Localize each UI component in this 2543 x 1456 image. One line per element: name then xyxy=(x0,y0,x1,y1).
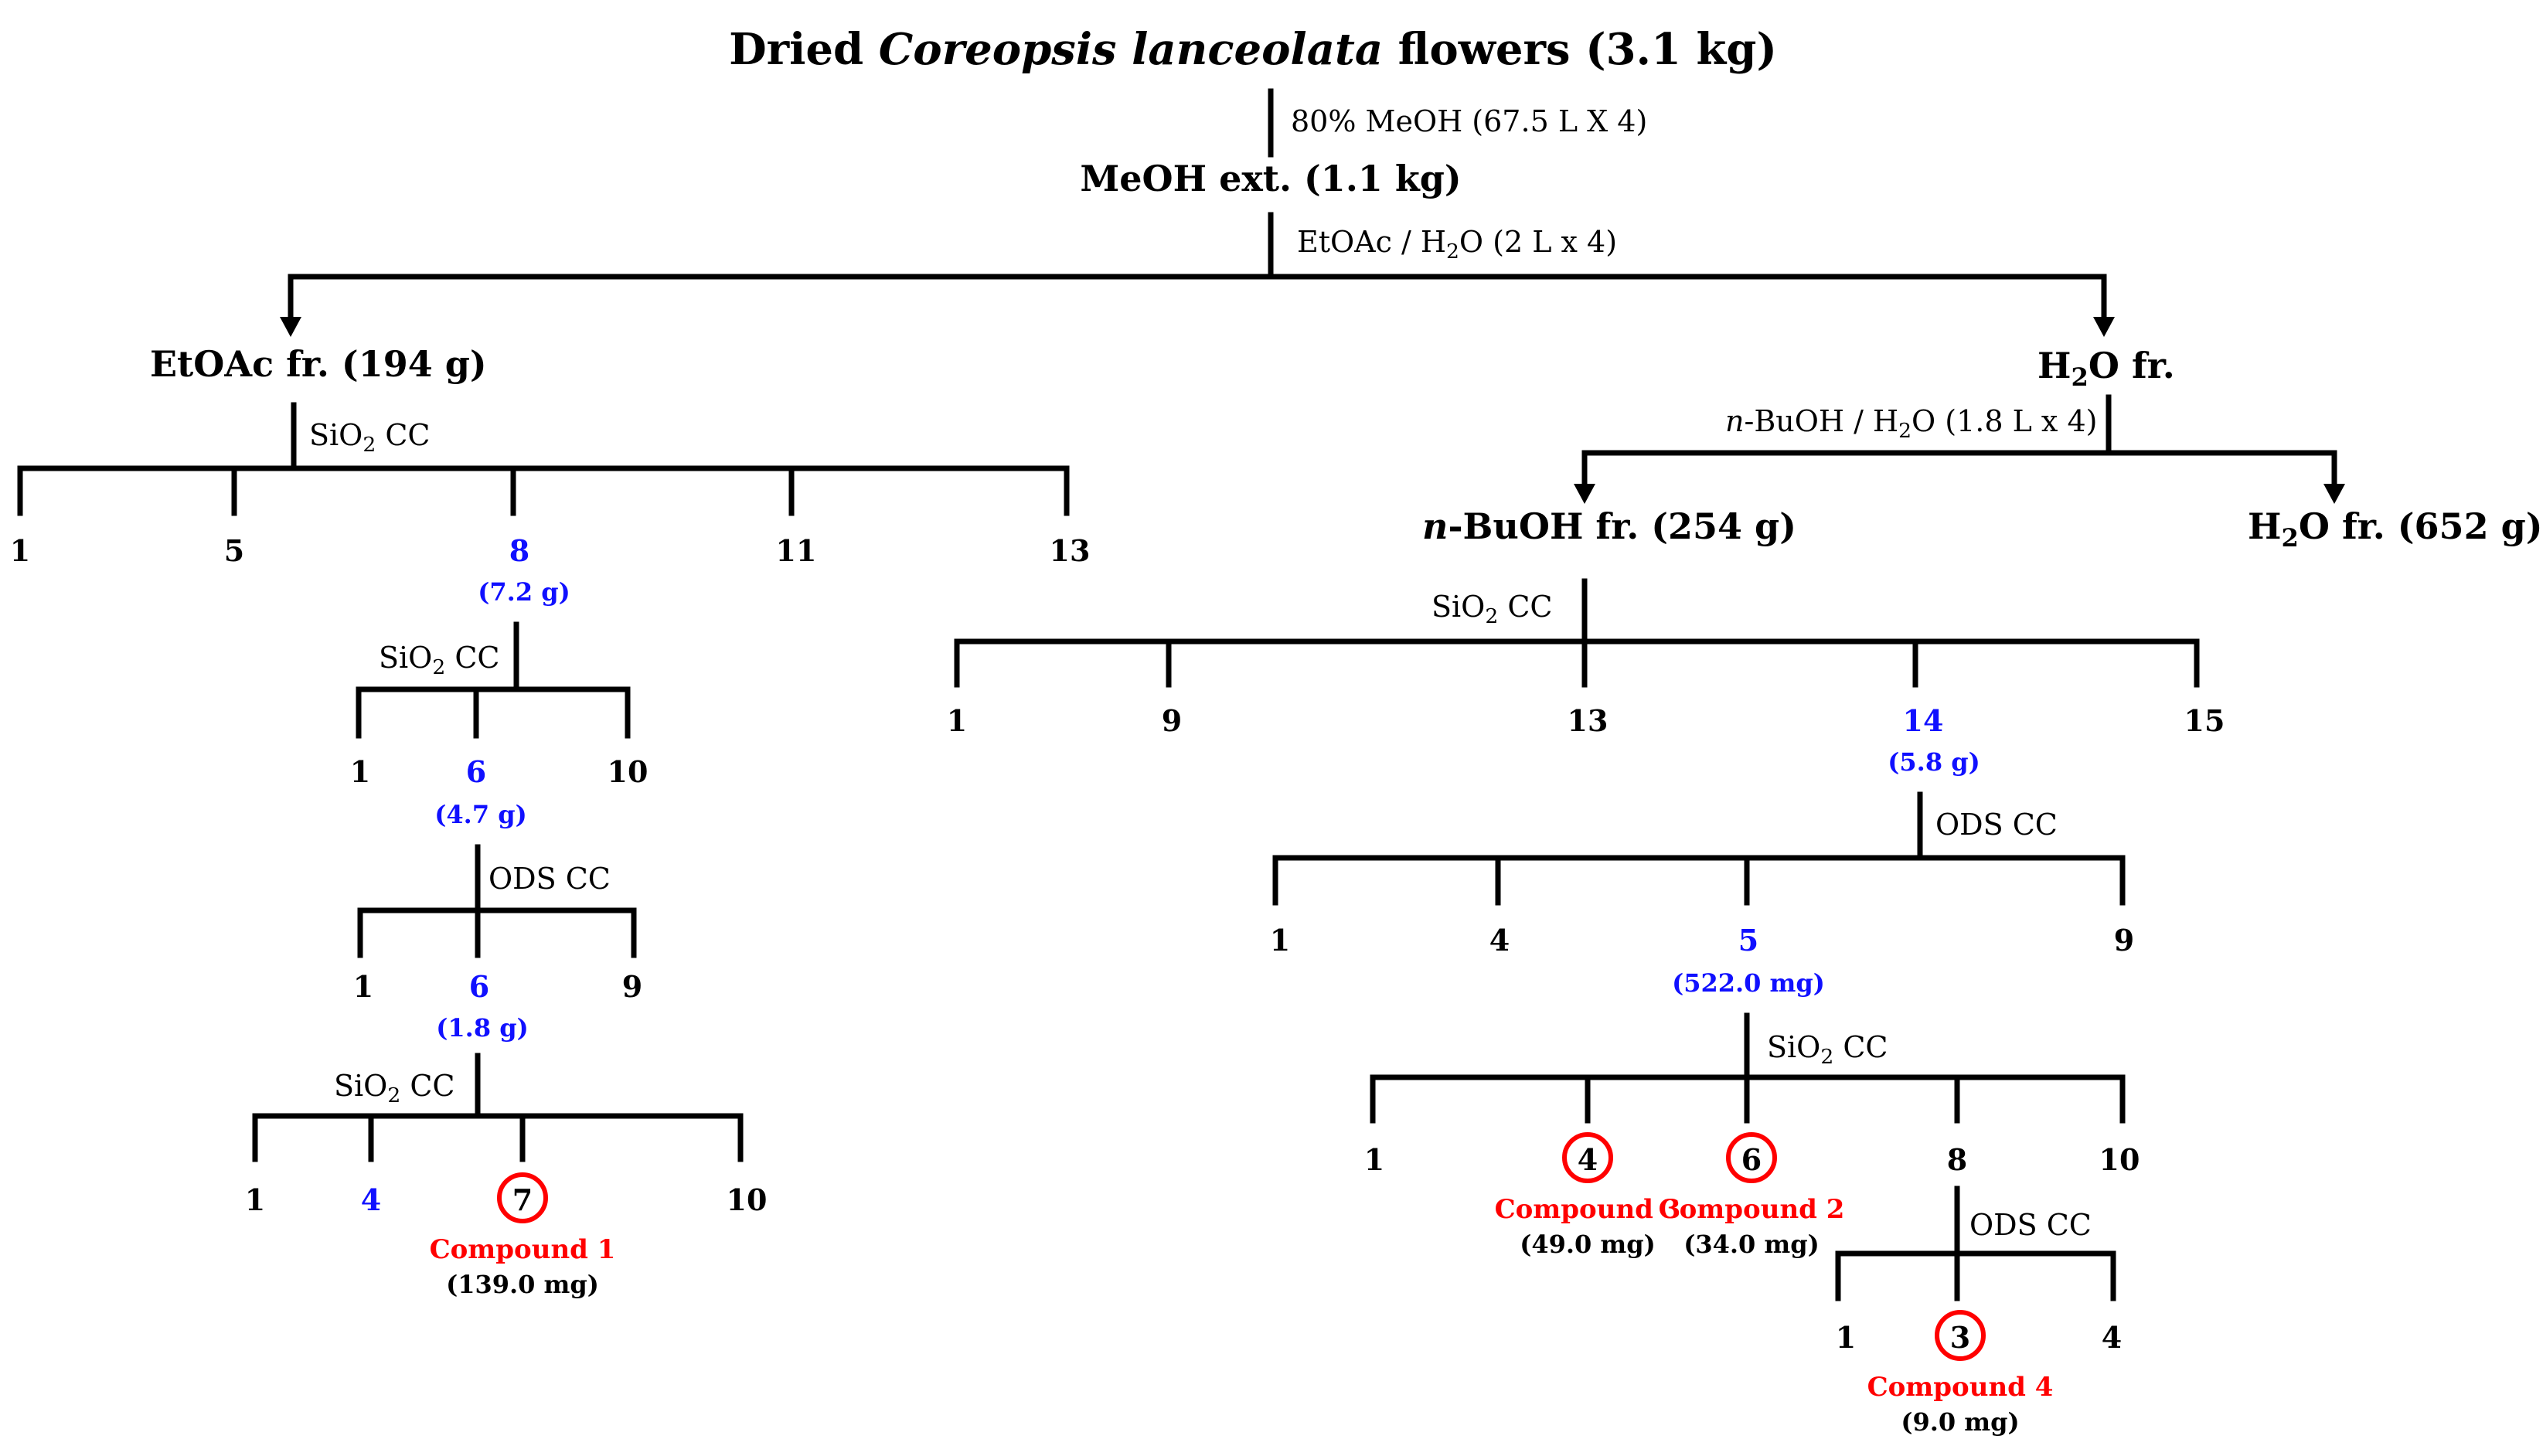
buoh-l3-method: SiO2 CC xyxy=(1767,1030,1888,1069)
arrowhead-h2o-final xyxy=(2323,484,2345,504)
compound-4-mass: (9.0 mg) xyxy=(1901,1407,2020,1437)
compound-3-label: Compound 3 xyxy=(1494,1194,1681,1225)
extraction-step: 80% MeOH (67.5 L X 4) xyxy=(1291,104,1648,138)
etoac-l1-selected-mass: (7.2 g) xyxy=(478,577,570,607)
compound-2-label: Compound 2 xyxy=(1658,1194,1845,1225)
buoh-fraction: n-BuOH fr. (254 g) xyxy=(1422,505,1796,547)
buoh-l1-fraction-9: 9 xyxy=(1161,703,1183,738)
etoac-l4-fraction-7: 7 xyxy=(512,1182,533,1217)
etoac-fraction: EtOAc fr. (194 g) xyxy=(150,343,487,385)
buoh-l3-fraction-4: 4 xyxy=(1577,1142,1598,1177)
etoac-l2-method: SiO2 CC xyxy=(379,641,500,679)
buoh-l2-fraction-5: 5 xyxy=(1738,923,1759,958)
compound-ring-1 xyxy=(497,1172,548,1223)
partition2-step: n-BuOH / H2O (1.8 L x 4) xyxy=(1725,404,2098,443)
etoac-l3-method: ODS CC xyxy=(489,862,611,896)
etoac-l3-fraction-9: 9 xyxy=(621,969,643,1004)
buoh-l3-fraction-10: 10 xyxy=(2099,1142,2140,1177)
meoh-extract: MeOH ext. (1.1 kg) xyxy=(1080,158,1462,199)
buoh-l3-fraction-6: 6 xyxy=(1741,1142,1762,1177)
etoac-l1-method: SiO2 CC xyxy=(309,418,431,457)
etoac-l3-fraction-6: 6 xyxy=(468,969,490,1004)
compound-3-mass: (49.0 mg) xyxy=(1520,1230,1656,1259)
buoh-l2-selected-mass: (522.0 mg) xyxy=(1672,968,1825,998)
buoh-l2-fraction-4: 4 xyxy=(1489,923,1510,958)
etoac-l2-fraction-1: 1 xyxy=(349,754,371,789)
etoac-l4-fraction-10: 10 xyxy=(726,1182,768,1217)
buoh-l2-method: ODS CC xyxy=(1935,808,2058,842)
compound-1-mass: (139.0 mg) xyxy=(446,1270,599,1299)
buoh-l2-fraction-9: 9 xyxy=(2113,923,2135,958)
buoh-l3-fraction-1: 1 xyxy=(1363,1142,1385,1177)
buoh-l3-fraction-8: 8 xyxy=(1946,1142,1968,1177)
h2o-fraction: H2O fr. xyxy=(2037,345,2175,392)
h2o-final-fraction: H2O fr. (652 g) xyxy=(2248,505,2543,553)
buoh-l1-selected-mass: (5.8 g) xyxy=(1888,747,1980,777)
buoh-l4-method: ODS CC xyxy=(1969,1208,2092,1242)
buoh-l4-fraction-1: 1 xyxy=(1835,1320,1857,1355)
etoac-l4-method: SiO2 CC xyxy=(334,1069,455,1107)
buoh-l1-fraction-13: 13 xyxy=(1567,703,1609,738)
etoac-l1-fraction-11: 11 xyxy=(775,533,817,568)
etoac-l4-fraction-4: 4 xyxy=(360,1182,382,1217)
etoac-l2-fraction-6: 6 xyxy=(465,754,487,789)
buoh-l1-method: SiO2 CC xyxy=(1432,590,1553,628)
compound-ring-4 xyxy=(1935,1310,1986,1361)
arrowhead-etoac xyxy=(280,317,301,337)
etoac-l1-fraction-8: 8 xyxy=(509,533,530,568)
species-name: Coreopsis lanceolata xyxy=(878,24,1384,75)
compound-1-label: Compound 1 xyxy=(429,1234,616,1265)
compound-2-mass: (34.0 mg) xyxy=(1683,1230,1820,1259)
etoac-l1-fraction-1: 1 xyxy=(9,533,31,568)
compound-ring-2 xyxy=(1726,1132,1777,1183)
etoac-l1-fraction-5: 5 xyxy=(223,533,245,568)
compound-4-label: Compound 4 xyxy=(1867,1372,2054,1403)
arrowhead-h2o xyxy=(2093,317,2115,337)
partition1-step: EtOAc / H2O (2 L x 4) xyxy=(1297,225,1618,264)
etoac-l3-fraction-1: 1 xyxy=(352,969,374,1004)
buoh-l4-fraction-3: 3 xyxy=(1949,1320,1971,1355)
compound-ring-3 xyxy=(1562,1132,1613,1183)
etoac-l1-fraction-13: 13 xyxy=(1049,533,1091,568)
etoac-l2-selected-mass: (4.7 g) xyxy=(434,800,527,829)
page-title: Dried Coreopsis lanceolata flowers (3.1 … xyxy=(729,24,1777,75)
buoh-l1-fraction-14: 14 xyxy=(1902,703,1944,738)
etoac-l2-fraction-10: 10 xyxy=(607,754,649,789)
arrowhead-buoh xyxy=(1574,484,1595,504)
etoac-l3-selected-mass: (1.8 g) xyxy=(436,1013,529,1043)
buoh-l2-fraction-1: 1 xyxy=(1269,923,1291,958)
buoh-l1-fraction-15: 15 xyxy=(2184,703,2225,738)
buoh-l1-fraction-1: 1 xyxy=(946,703,968,738)
buoh-l4-fraction-4: 4 xyxy=(2101,1320,2123,1355)
etoac-l4-fraction-1: 1 xyxy=(244,1182,266,1217)
